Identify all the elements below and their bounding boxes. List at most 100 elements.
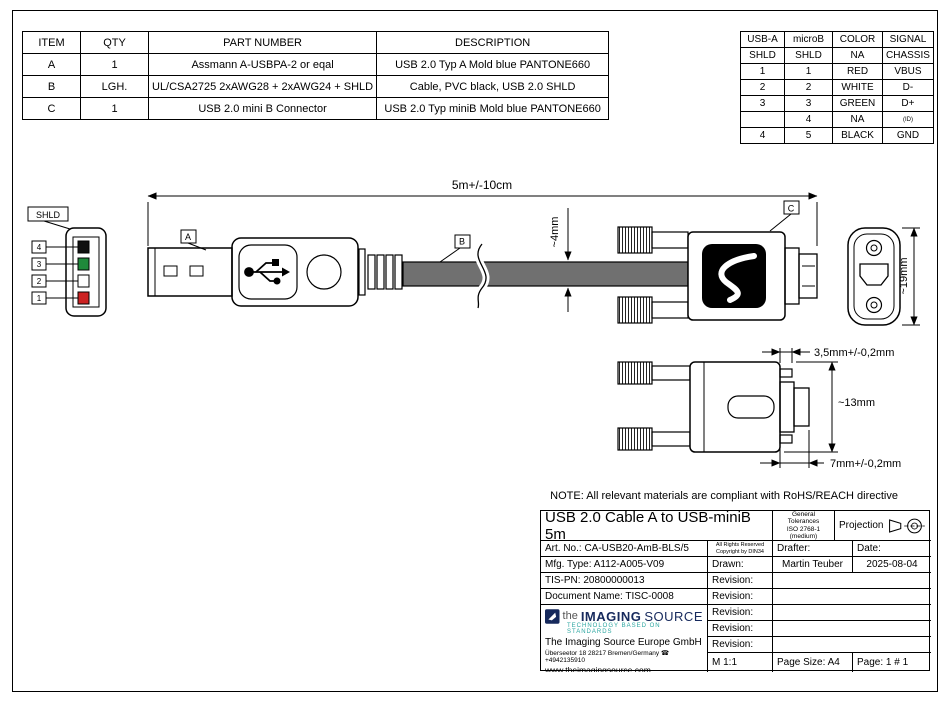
pin-label-2: 2 (37, 277, 42, 286)
bom-row-b: B LGH. UL/CSA2725 2xAWG28 + 2xAWG24 + SH… (22, 75, 610, 98)
dimension-screw-tip (762, 348, 810, 363)
tis-logo-square (702, 244, 766, 308)
pinout-cell: RED (832, 63, 883, 80)
bom-row-c: C 1 USB 2.0 mini B Connector USB 2.0 Typ… (22, 97, 610, 120)
bom-cell: A (22, 53, 81, 76)
mfg-type: Mfg. Type: A112-A005-V09 (541, 557, 708, 573)
document-name: Document Name: TISC-0008 (541, 589, 708, 605)
bom-cell: USB 2.0 Typ miniB Mold blue PANTONE660 (376, 97, 610, 120)
logo-the: the (562, 610, 578, 622)
callout-b (439, 234, 471, 263)
bom-table: ITEM QTY PART NUMBER DESCRIPTION A 1 Ass… (22, 31, 610, 120)
pinout-row: 3 3 GREEN D+ (740, 95, 934, 112)
pinout-cell: 4 (740, 127, 785, 144)
revision-value (773, 605, 931, 621)
revision-value (773, 637, 931, 653)
page-number: Page: 1 # 1 (857, 657, 909, 668)
shield-callout-label: SHLD (36, 210, 61, 220)
article-number: Art. No.: CA-USB20-AmB-BLS/5 (541, 541, 708, 557)
mini-b-plug-view (617, 226, 818, 324)
date-label: Date: (853, 541, 931, 557)
dimension-connector-height (902, 227, 920, 326)
tolerances-line3: (medium) (789, 532, 818, 540)
pinout-cell: CHASSIS (882, 47, 934, 64)
projection-box: Projection (835, 511, 931, 541)
usb-a-pin-face-view (31, 227, 107, 317)
title-block: USB 2.0 Cable A to USB-miniB 5m General … (540, 510, 931, 672)
bom-header-desc: DESCRIPTION (376, 31, 610, 54)
callout-c-label: C (788, 204, 795, 214)
pinout-row: 1 1 RED VBUS (740, 63, 934, 80)
pinout-cell: 1 (740, 63, 785, 80)
bom-cell: USB 2.0 mini B Connector (147, 97, 378, 120)
pin4-black (77, 240, 90, 254)
company-name: The Imaging Source Europe GmbH (545, 637, 702, 648)
tolerances-line1: General Tolerances (787, 511, 820, 526)
revision-label: Revision: (708, 605, 773, 621)
callout-a-label: A (185, 232, 191, 242)
company-website: www.theimagingsource.com (545, 665, 651, 672)
scale-value: M 1:1 (708, 653, 773, 672)
pinout-header-signal: SIGNAL (882, 31, 934, 48)
pinout-row: 2 2 WHITE D- (740, 79, 934, 96)
pinout-cell: 3 (784, 95, 833, 112)
pinout-cell: 5 (784, 127, 833, 144)
drawn-label: Drawn: (708, 557, 773, 573)
mini-b-bottom-view (617, 361, 810, 453)
bom-cell: LGH. (80, 75, 149, 98)
mini-b-front-view (847, 227, 901, 326)
imaging-source-logo-icon (545, 608, 560, 624)
pinout-cell: WHITE (832, 79, 883, 96)
company-address: Überseetor 18 28217 Bremen/Germany ☎ +49… (545, 650, 670, 664)
pinout-cell: BLACK (832, 127, 883, 144)
bom-header-row: ITEM QTY PART NUMBER DESCRIPTION (22, 31, 610, 54)
drafter-label: Drafter: (773, 541, 853, 557)
bom-header-item: ITEM (22, 31, 81, 54)
bom-cell: UL/CSA2725 2xAWG28 + 2xAWG24 + SHLD (147, 75, 378, 98)
sheet-border (12, 10, 938, 692)
rights-box: All Rights Reserved Copyright by DIN34 (708, 541, 773, 557)
rights-line1: All Rights Reserved (715, 542, 765, 549)
callout-c (769, 200, 800, 232)
pinout-table: USB-A microB COLOR SIGNAL SHLD SHLD NA C… (740, 31, 934, 144)
bom-cell: Cable, PVC black, USB 2.0 SHLD (376, 75, 610, 98)
logo-source: SOURCE (644, 608, 703, 624)
projection-label: Projection (839, 520, 884, 531)
drawing-title: USB 2.0 Cable A to USB-miniB 5m (541, 511, 773, 541)
dim-screw-tip-label: 3,5mm+/-0,2mm (814, 347, 894, 359)
pinout-cell: SHLD (740, 47, 785, 64)
bom-cell: USB 2.0 Typ A Mold blue PANTONE660 (376, 53, 610, 76)
tis-logo-swoosh (718, 253, 757, 303)
pinout-cell: D- (882, 79, 934, 96)
pinout-cell: 1 (784, 63, 833, 80)
compliance-note: NOTE: All relevant materials are complia… (550, 490, 898, 502)
revision-label: Revision: (708, 637, 773, 653)
pinout-header-usba: USB-A (740, 31, 785, 48)
bom-header-qty: QTY (80, 31, 149, 54)
revision-label: Revision: (708, 573, 773, 589)
usb-a-plug-view (147, 237, 403, 307)
dimension-overall-length (147, 192, 818, 246)
tis-pn: TIS-PN: 20800000013 (541, 573, 708, 589)
revision-value (773, 589, 931, 605)
callout-b-label2: B (459, 237, 465, 247)
first-angle-projection-icon (889, 518, 926, 533)
pin2-white (77, 274, 90, 288)
pin-label-4: 4 (37, 243, 42, 252)
pin-label-3: 3 (37, 260, 42, 269)
bom-header-part: PART NUMBER (147, 31, 378, 54)
bom-cell: B (22, 75, 81, 98)
pinout-cell: 2 (784, 79, 833, 96)
callout-a (180, 229, 207, 251)
shield-callout: SHLD (27, 206, 71, 230)
dimension-body-width (784, 361, 838, 453)
pinout-row: SHLD SHLD NA CHASSIS (740, 47, 934, 64)
pinout-header-color: COLOR (832, 31, 883, 48)
revision-label: Revision: (708, 621, 773, 637)
dimension-plug-length (760, 430, 824, 468)
pinout-cell: D+ (882, 95, 934, 112)
pin3-green (77, 257, 90, 271)
dim-overall-length-label: 5m+/-10cm (452, 178, 512, 192)
